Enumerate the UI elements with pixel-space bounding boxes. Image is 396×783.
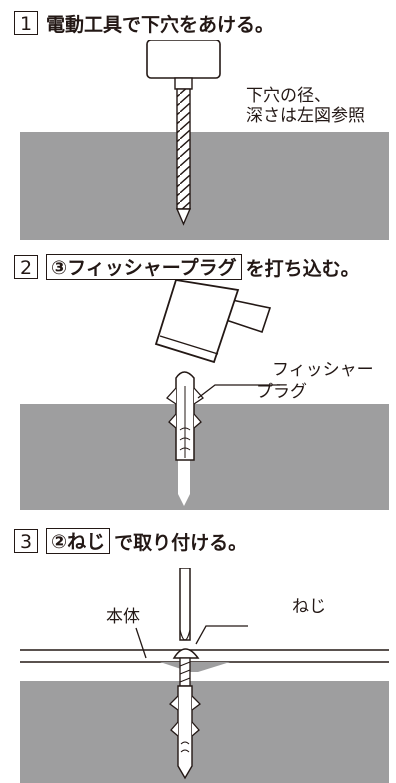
wall-block (20, 132, 389, 240)
step-2-callout-line-2: プラグ (256, 382, 307, 402)
step-number-3: 3 (14, 529, 38, 553)
step-number-1: 1 (14, 11, 38, 35)
wall-block (20, 681, 389, 783)
drill-bit-icon (146, 40, 221, 226)
step-number-2: 2 (14, 255, 38, 279)
step-2-heading: 2 ③フィッシャープラグ を打ち込む。 (14, 252, 360, 282)
step-1-heading: 1 電動工具で下穴をあける。 (14, 8, 274, 38)
wall-block (20, 404, 389, 510)
device-body-panel (20, 649, 389, 663)
step-3-part-name: ②ねじ (46, 528, 111, 554)
step-3-illustration (20, 568, 389, 783)
step-2-part-name: ③フィッシャープラグ (46, 254, 242, 280)
step-2-illustration (20, 280, 389, 510)
step-1-callout-line-2: 深さは左図参照 (246, 106, 365, 126)
step-1-text: 電動工具で下穴をあける。 (46, 13, 275, 36)
step-3-callout-body: 本体 (106, 607, 140, 627)
step-1-illustration (20, 40, 389, 240)
step-3-text: で取り付ける。 (114, 531, 248, 554)
hammer-icon (154, 280, 272, 364)
screw-icon (172, 648, 200, 687)
screwdriver-icon (179, 568, 191, 641)
step-1-callout-line-1: 下穴の径、 (246, 86, 331, 106)
step-2-callout-line-1: フィッシャー (272, 360, 374, 380)
step-2-text: を打ち込む。 (245, 257, 360, 280)
step-3-heading: 3 ②ねじ で取り付ける。 (14, 526, 247, 556)
step-3-callout-screw: ねじ (292, 597, 326, 617)
wall-plug-icon (166, 371, 204, 461)
wall-plug-icon (169, 685, 201, 780)
